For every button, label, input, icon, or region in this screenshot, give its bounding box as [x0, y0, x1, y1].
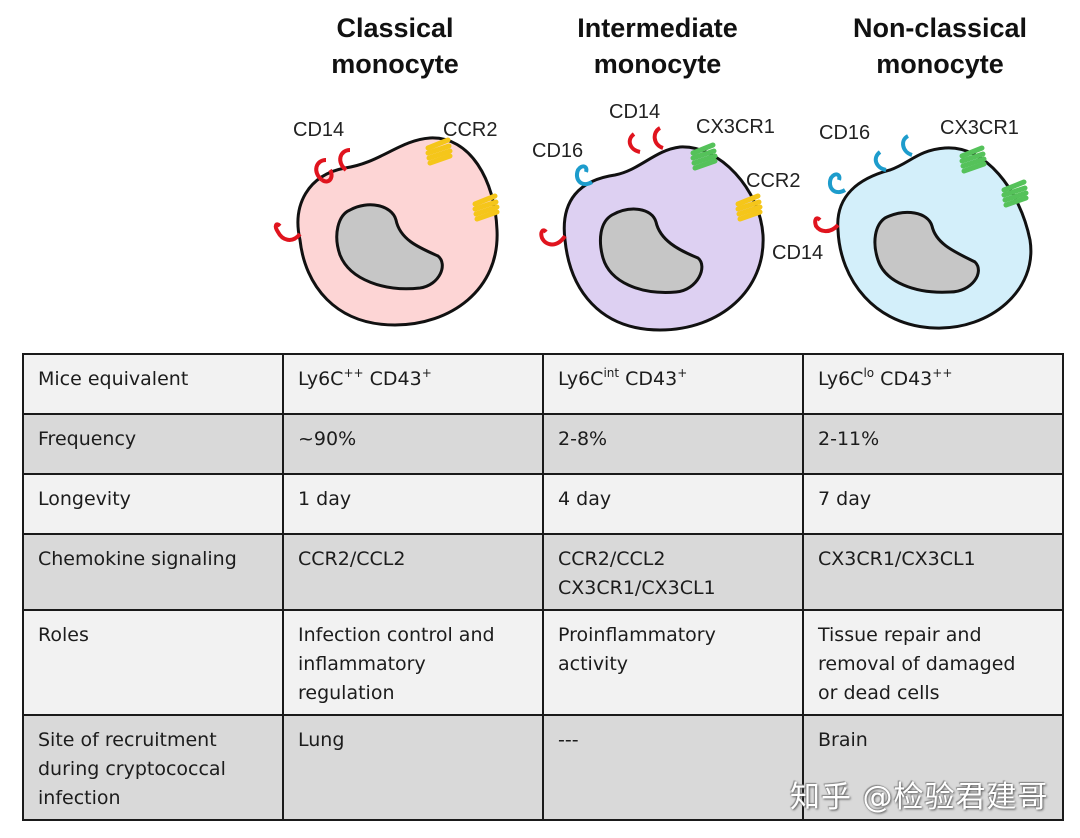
label-ccr2-intermediate: CCR2 — [746, 170, 801, 192]
table-cell: ~90% — [282, 413, 544, 475]
label-cd14-intermediate: CD14 — [609, 101, 661, 123]
intermediate-nucleus — [598, 207, 704, 294]
row-label: Site of recruitment during cryptococcal in… — [22, 714, 284, 821]
superscript: ++ — [932, 366, 953, 380]
classical-nucleus — [335, 203, 444, 291]
cell-line: --- — [558, 729, 579, 751]
cell-line: CX3CR1/CX3CL1 — [818, 548, 976, 570]
cell-line: activity — [558, 653, 629, 675]
cd16-receptor — [828, 172, 847, 195]
marker-text: CD43 — [874, 368, 933, 390]
row-label: Roles — [22, 609, 284, 716]
watermark: 知乎 @检验君建哥 — [790, 780, 1049, 815]
row-label: Frequency — [22, 413, 284, 475]
table-cell: Ly6C++ CD43+ — [282, 353, 544, 415]
cell-line: during cryptococcal — [38, 758, 226, 780]
table-row-longevity: Longevity 1 day 4 day 7 day — [22, 473, 1064, 535]
label-cd14-classical: CD14 — [293, 119, 345, 141]
cd14-receptor — [314, 158, 334, 184]
table-cell: Ly6Cint CD43+ — [542, 353, 804, 415]
cell-line: regulation — [298, 682, 395, 704]
cell-line: Infection control and — [298, 624, 495, 646]
row-label: Longevity — [22, 473, 284, 535]
cd14-receptor — [652, 126, 664, 150]
row-label: Chemokine signaling — [22, 533, 284, 611]
cell-line: Site of recruitment — [38, 729, 217, 751]
cell-line: Tissue repair and — [818, 624, 982, 646]
title-line: monocyte — [593, 49, 722, 79]
intermediate-monocyte-cell — [539, 126, 765, 332]
title-line: Classical — [336, 13, 454, 43]
superscript: int — [603, 366, 620, 380]
marker-text: Ly6C — [298, 368, 344, 390]
marker-text: Ly6C — [558, 368, 604, 390]
cd16-receptor — [901, 134, 913, 157]
superscript: ++ — [343, 366, 364, 380]
superscript: + — [677, 366, 688, 380]
table-cell: CX3CR1/CX3CL1 — [802, 533, 1064, 611]
cell-line: Roles — [38, 624, 89, 646]
label-cd16-nonclassical: CD16 — [819, 122, 871, 144]
label-cx3cr1-intermediate: CX3CR1 — [696, 116, 775, 138]
row-label: Mice equivalent — [22, 353, 284, 415]
marker-text: CD43 — [363, 368, 422, 390]
table-cell: Tissue repair and removal of damaged or de… — [802, 609, 1064, 716]
cell-line: or dead cells — [818, 682, 940, 704]
superscript: lo — [863, 366, 875, 380]
table-cell: CCR2/CCL2 — [282, 533, 544, 611]
cd14-receptor — [539, 228, 567, 247]
cd14-receptor — [627, 132, 641, 154]
cell-line: Brain — [818, 729, 868, 751]
nonclassical-monocyte-title: Non-classical monocyte — [835, 10, 1045, 82]
table-cell: Ly6Clo CD43++ — [802, 353, 1064, 415]
cell-line: Lung — [298, 729, 345, 751]
classical-monocyte-cell — [273, 136, 497, 327]
title-line: monocyte — [331, 49, 459, 79]
cell-line: CX3CR1/CX3CL1 — [558, 577, 716, 599]
cd14-receptor — [813, 216, 840, 234]
superscript: + — [421, 366, 432, 380]
cell-line: inflammatory — [298, 653, 426, 675]
intermediate-monocyte-title: Intermediate monocyte — [555, 10, 760, 82]
monocyte-comparison-table: Mice equivalent Ly6C++ CD43+ Ly6Cint CD4… — [22, 353, 1064, 821]
cd16-receptor — [873, 150, 887, 172]
table-row-frequency: Frequency ~90% 2-8% 2-11% — [22, 413, 1064, 475]
table-cell: Lung — [282, 714, 544, 821]
table-cell: Proinflammatory activity — [542, 609, 804, 716]
cell-line: infection — [38, 787, 121, 809]
nonclassical-nucleus — [873, 210, 980, 294]
title-line: Non-classical — [852, 13, 1028, 43]
cell-line: Proinflammatory — [558, 624, 716, 646]
marker-text: Ly6C — [818, 368, 864, 390]
cd14-receptor — [273, 222, 302, 242]
cell-line: CCR2/CCL2 — [558, 548, 666, 570]
table-cell: 1 day — [282, 473, 544, 535]
table-cell: Infection control and inflammatory regulat… — [282, 609, 544, 716]
marker-text: CD43 — [619, 368, 678, 390]
cd14-receptor — [338, 148, 351, 172]
table-cell: 7 day — [802, 473, 1064, 535]
title-line: Intermediate — [577, 13, 738, 43]
table-row-mice-equivalent: Mice equivalent Ly6C++ CD43+ Ly6Cint CD4… — [22, 353, 1064, 415]
table-cell: 4 day — [542, 473, 804, 535]
cell-line: removal of damaged — [818, 653, 1016, 675]
cell-line: CCR2/CCL2 — [298, 548, 406, 570]
table-row-roles: Roles Infection control and inflammatory r… — [22, 609, 1064, 716]
title-line: monocyte — [876, 49, 1004, 79]
classical-monocyte-title: Classical monocyte — [300, 10, 490, 82]
cd16-receptor — [575, 164, 594, 187]
label-cd16-intermediate: CD16 — [532, 140, 584, 162]
label-ccr2-classical: CCR2 — [443, 119, 498, 141]
table-cell: --- — [542, 714, 804, 821]
nonclassical-monocyte-cell — [813, 134, 1033, 330]
table-cell: Brain — [802, 714, 1064, 821]
monocyte-illustrations — [273, 126, 1033, 332]
label-cx3cr1-nonclassical: CX3CR1 — [940, 117, 1019, 139]
table-cell: 2-11% — [802, 413, 1064, 475]
label-cd14-nonclassical: CD14 — [772, 242, 824, 264]
table-row-site-of-recruitment: Site of recruitment during cryptococcal in… — [22, 714, 1064, 821]
table-cell: 2-8% — [542, 413, 804, 475]
